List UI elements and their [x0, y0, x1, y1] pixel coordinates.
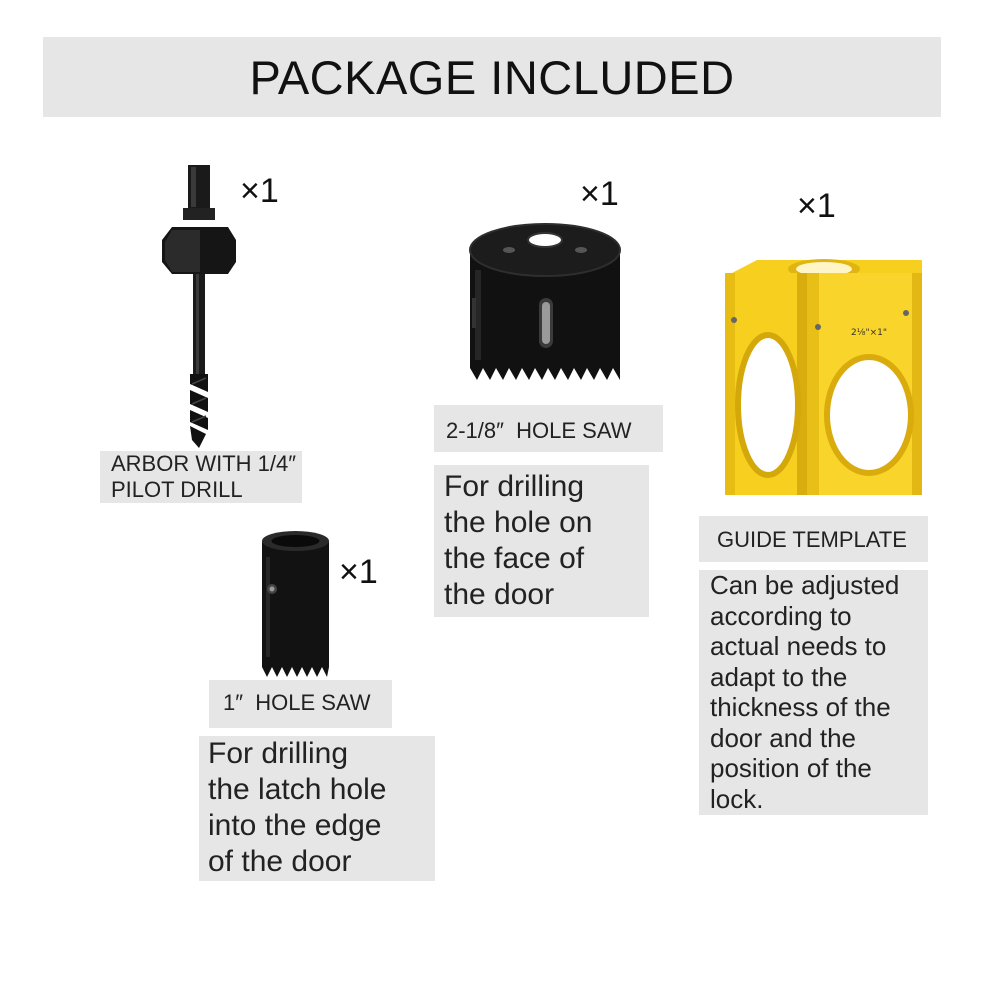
page-title: PACKAGE INCLUDED	[249, 50, 735, 104]
small-hole-saw-icon	[258, 527, 333, 679]
arbor-quantity: ×1	[240, 172, 279, 210]
large-saw-description: For drilling the hole on the face of the…	[434, 465, 649, 617]
large-hole-saw-icon	[465, 210, 625, 385]
guide-template-icon	[722, 255, 927, 495]
template-description: Can be adjusted according to actual need…	[699, 570, 928, 815]
title-banner: PACKAGE INCLUDED	[43, 37, 941, 117]
template-quantity: ×1	[797, 187, 836, 225]
arbor-drill-icon	[150, 160, 250, 450]
small-saw-description: For drilling the latch hole into the edg…	[199, 736, 435, 881]
large-saw-label: 2-1/8″ HOLE SAW	[434, 405, 663, 452]
template-marking: 2⅛"×1"	[851, 328, 887, 338]
large-saw-quantity: ×1	[580, 175, 619, 213]
small-saw-quantity: ×1	[339, 553, 378, 591]
template-label: GUIDE TEMPLATE	[699, 516, 928, 562]
arbor-label: ARBOR WITH 1/4″ PILOT DRILL	[100, 451, 302, 503]
small-saw-label: 1″ HOLE SAW	[209, 680, 392, 728]
